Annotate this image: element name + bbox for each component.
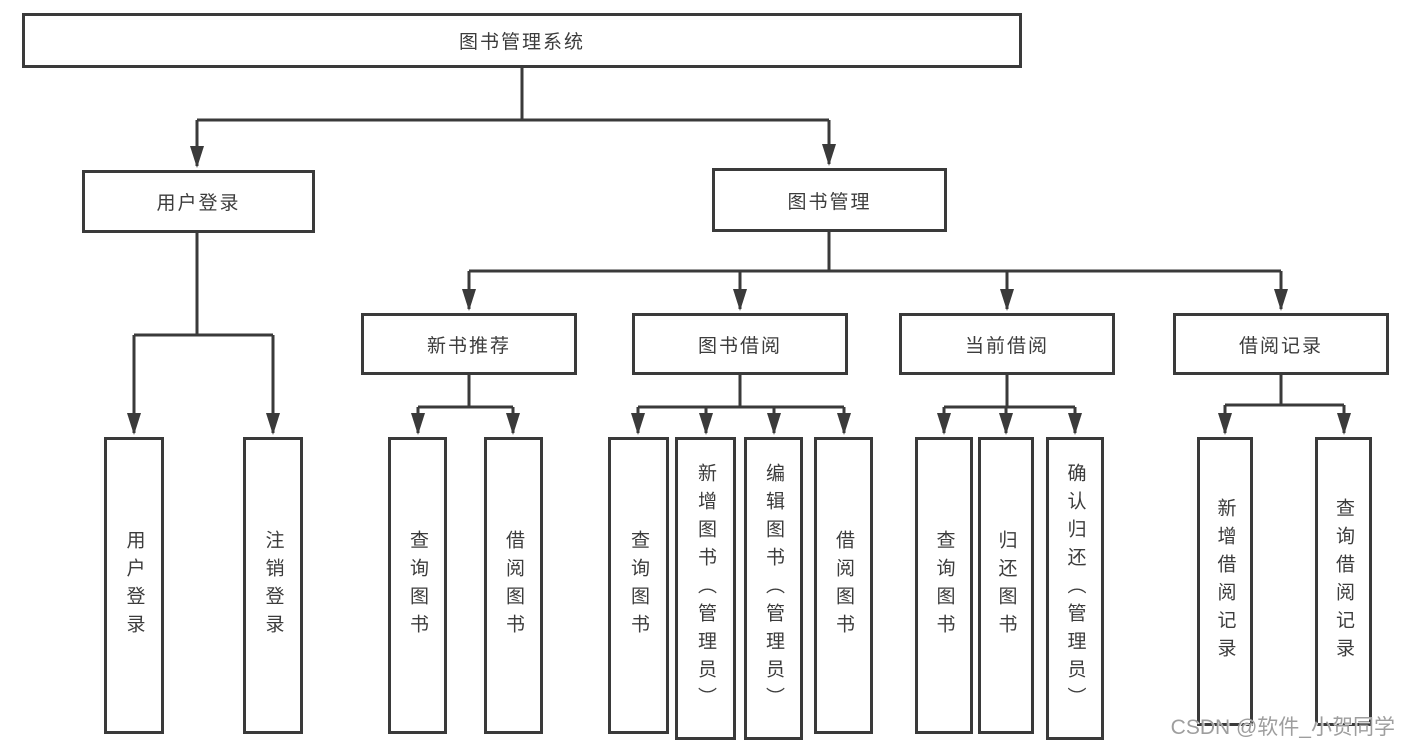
leaf-borrow-books-borrowing: 借阅图书 <box>814 437 873 734</box>
node-borrowing-records-label: 借阅记录 <box>1238 335 1323 357</box>
leaf-user-login: 用户登录 <box>104 437 164 734</box>
node-borrowing-records: 借阅记录 <box>1173 313 1389 375</box>
leaf-confirm-return-admin: 确认归还（管理员） <box>1046 437 1104 740</box>
leaf-logout: 注销登录 <box>243 437 303 734</box>
leaf-query-books-borrowing: 查询图书 <box>608 437 669 734</box>
leaf-borrow-books-recommend: 借阅图书 <box>484 437 543 734</box>
node-new-book-recommend: 新书推荐 <box>361 313 577 375</box>
node-user-login-branch-label: 用户登录 <box>156 193 241 214</box>
leaf-add-books-admin: 新增图书（管理员） <box>675 437 736 740</box>
leaf-query-borrow-record: 查询借阅记录 <box>1315 437 1372 726</box>
node-book-management-label: 图书管理 <box>787 191 872 213</box>
leaf-edit-books-admin: 编辑图书（管理员） <box>744 437 803 740</box>
node-book-management: 图书管理 <box>712 168 947 232</box>
leaf-query-books-current: 查询图书 <box>915 437 973 734</box>
node-book-borrowing-label: 图书借阅 <box>697 335 782 357</box>
node-current-borrowing: 当前借阅 <box>899 313 1115 375</box>
node-new-book-recommend-label: 新书推荐 <box>426 335 511 357</box>
node-library-system-label: 图书管理系统 <box>458 32 585 53</box>
node-library-system: 图书管理系统 <box>22 13 1022 68</box>
node-book-borrowing: 图书借阅 <box>632 313 848 375</box>
leaf-add-borrow-record: 新增借阅记录 <box>1197 437 1253 726</box>
leaf-return-books: 归还图书 <box>978 437 1034 734</box>
watermark: CSDN @软件_小贺同学 <box>1170 716 1395 739</box>
node-user-login-branch: 用户登录 <box>82 170 315 233</box>
leaf-query-books-recommend: 查询图书 <box>388 437 447 734</box>
node-current-borrowing-label: 当前借阅 <box>964 335 1049 357</box>
